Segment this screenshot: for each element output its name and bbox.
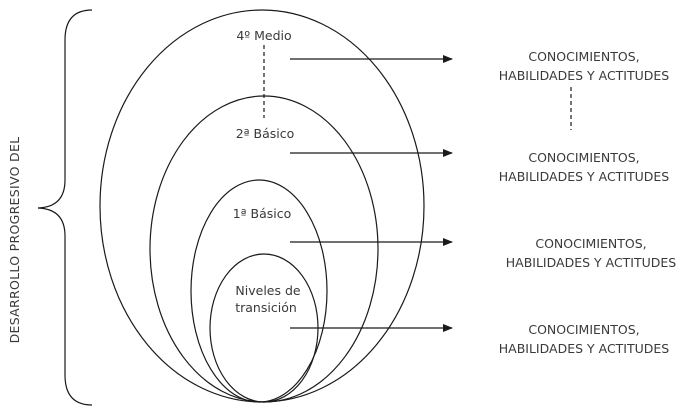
level-label-2-basico: 2ª Básico (236, 126, 295, 141)
outcome-1-line2: HABILIDADES Y ACTITUDES (499, 68, 670, 83)
level-label-4-medio: 4º Medio (236, 28, 291, 43)
outcome-1-line1: CONOCIMIENTOS, (528, 49, 639, 64)
ellipse-2-basico (149, 95, 379, 403)
curly-brace (37, 9, 93, 406)
outcome-4-line2: HABILIDADES Y ACTITUDES (499, 341, 670, 356)
outcome-3-line2: HABILIDADES Y ACTITUDES (506, 255, 677, 270)
outcome-4-line1: CONOCIMIENTOS, (528, 322, 639, 337)
level-label-1-basico: 1ª Básico (233, 206, 292, 221)
outcome-2-line2: HABILIDADES Y ACTITUDES (499, 169, 670, 184)
outcome-2-line1: CONOCIMIENTOS, (528, 150, 639, 165)
level-label-transicion-2: transición (235, 300, 297, 315)
outcome-3-line1: CONOCIMIENTOS, (535, 236, 646, 251)
side-label: DESARROLLO PROGRESIVO DEL (7, 137, 22, 344)
level-label-transicion-1: Niveles de (235, 283, 300, 298)
